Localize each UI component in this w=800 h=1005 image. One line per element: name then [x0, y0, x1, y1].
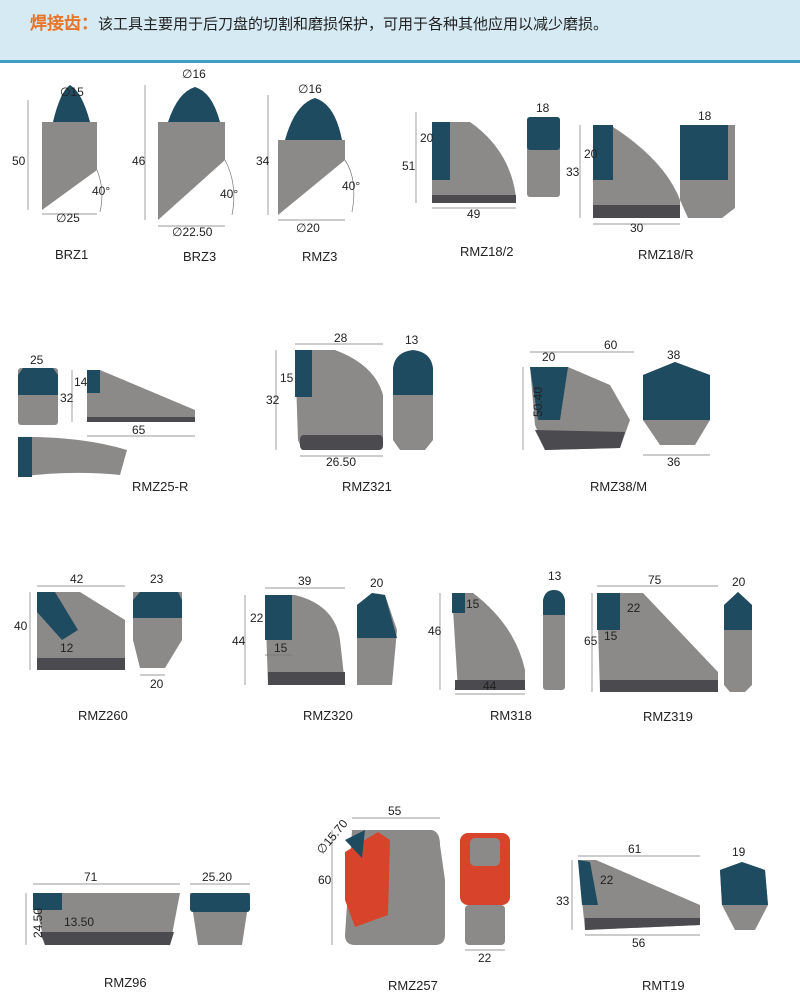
drawing-rmz96: 71 24.50 13.50 25.20 RMZ96	[25, 870, 250, 990]
drawing-rmz319: 75 22 15 65 20 RMZ319	[584, 573, 752, 724]
description-banner: 焊接齿：该工具主要用于后刀盘的切割和磨损保护，可用于各种其他应用以减少磨损。	[0, 0, 800, 63]
dim-label: ∅16	[298, 82, 322, 96]
dim-label: 65	[584, 634, 598, 648]
drawing-rmz3: ∅16 34 40° ∅20 RMZ3	[256, 82, 360, 264]
dim-label: 36	[667, 455, 681, 469]
dim-label: 75	[648, 573, 662, 587]
dim-label: 40°	[92, 184, 110, 198]
dim-label: 40°	[342, 179, 360, 193]
dim-label: 34	[256, 154, 270, 168]
dim-label: 40°	[220, 187, 238, 201]
drawing-rmt19: 61 22 33 56 19 RMT19	[556, 842, 768, 993]
dim-label: 44	[232, 634, 246, 648]
dim-label: 30	[630, 221, 644, 235]
dim-label: 20	[542, 350, 556, 364]
drawing-brz1: ∅15 50 40° ∅25 BRZ1	[12, 85, 110, 262]
dim-label: ∅15	[60, 85, 84, 99]
dim-label: 20	[370, 576, 384, 590]
dim-label: ∅25	[56, 211, 80, 225]
dim-label: 61	[628, 842, 642, 856]
dim-label: 38	[667, 348, 681, 362]
dim-label: ∅20	[296, 221, 320, 235]
dim-label: 15	[280, 371, 294, 385]
dim-label: 60	[604, 338, 618, 352]
drawing-rmz18-2: 20 51 49 18 RMZ18/2	[402, 101, 560, 259]
drawing-rmz260: 42 40 12 23 20 RMZ260	[14, 572, 182, 723]
dim-label: 15	[274, 641, 288, 655]
drawing-rmz321: 28 15 32 26.50 13 RMZ321	[266, 331, 433, 494]
model-label: RMT19	[642, 978, 685, 993]
model-label: RMZ18/2	[460, 244, 513, 259]
dim-label: 15	[466, 597, 480, 611]
dim-label: 22	[250, 611, 264, 625]
dim-label: 18	[698, 109, 712, 123]
drawing-rmz38-m: 20 60 50.40 38 36 RMZ38/M	[522, 338, 710, 494]
model-label: RM318	[490, 708, 532, 723]
dim-label: 40	[14, 619, 28, 633]
dim-label: 18	[536, 101, 550, 115]
model-label: RMZ3	[302, 249, 337, 264]
dim-label: 65	[132, 423, 146, 437]
drawing-rmz320: 39 22 44 15 20 RMZ320	[232, 574, 397, 723]
drawing-rmz25-r: 25 14 32 65 RMZ25-R	[18, 353, 195, 494]
dim-label: 28	[334, 331, 348, 345]
dim-label: 13	[405, 333, 419, 347]
model-label: RMZ260	[78, 708, 128, 723]
dim-label: ∅16	[182, 67, 206, 81]
dim-label: 46	[428, 624, 442, 638]
dim-label: 19	[732, 845, 746, 859]
description-text: 焊接齿：该工具主要用于后刀盘的切割和磨损保护，可用于各种其他应用以减少磨损。	[30, 9, 608, 34]
dim-label: 60	[318, 873, 332, 887]
drawing-rmz18-r: 20 33 30 18 RMZ18/R	[566, 109, 735, 262]
dim-label: 25	[30, 353, 44, 367]
model-label: RMZ257	[388, 978, 438, 993]
dim-label: 56	[632, 936, 646, 950]
dim-label: 42	[70, 572, 84, 586]
dim-label: 25.20	[202, 870, 232, 884]
model-label: RMZ320	[303, 708, 353, 723]
model-label: RMZ25-R	[132, 479, 188, 494]
dim-label: 22	[478, 951, 492, 965]
dim-label: 39	[298, 574, 312, 588]
description-body: 该工具主要用于后刀盘的切割和磨损保护，可用于各种其他应用以减少磨损。	[98, 15, 609, 33]
dim-label: 12	[60, 641, 74, 655]
model-label: RMZ321	[342, 479, 392, 494]
dim-label: 26.50	[326, 455, 356, 469]
dim-label: 44	[483, 679, 497, 693]
model-label: RMZ18/R	[638, 247, 694, 262]
dim-label: 13.50	[64, 915, 94, 929]
dim-label: 33	[566, 165, 580, 179]
dim-label: 13	[548, 569, 562, 583]
dim-label: 20	[150, 677, 164, 691]
dim-label: 51	[402, 159, 416, 173]
dim-label: 22	[600, 873, 614, 887]
dim-label: 50.40	[531, 387, 545, 417]
dim-label: 20	[732, 575, 746, 589]
dim-label: 20	[420, 131, 434, 145]
model-label: RMZ96	[104, 975, 147, 990]
dim-label: 24.50	[31, 908, 45, 938]
dim-label: 46	[132, 154, 146, 168]
dim-label: 32	[266, 393, 280, 407]
dim-label: 22	[627, 601, 641, 615]
dim-label: 32	[60, 391, 74, 405]
dim-label: 55	[388, 804, 402, 818]
drawing-rm318: 15 46 44 13 RM318	[428, 569, 565, 723]
drawing-brz3: ∅16 46 40° ∅22.50 BRZ3	[132, 67, 238, 264]
dim-label: 71	[84, 870, 98, 884]
dim-label: 49	[467, 207, 481, 221]
model-label: RMZ38/M	[590, 479, 647, 494]
dim-label: ∅22.50	[172, 225, 213, 239]
dim-label: 14	[74, 375, 88, 389]
keyword-label: 焊接齿：	[30, 14, 98, 34]
dim-label: 23	[150, 572, 164, 586]
dim-label: 50	[12, 154, 26, 168]
dim-label: 33	[556, 894, 570, 908]
dim-label: 15	[604, 629, 618, 643]
model-label: RMZ319	[643, 709, 693, 724]
drawing-rmz257: ∅15.70 55 60 22 RMZ257	[314, 804, 510, 993]
dim-label: 20	[584, 147, 598, 161]
model-label: BRZ1	[55, 247, 88, 262]
model-label: BRZ3	[183, 249, 216, 264]
